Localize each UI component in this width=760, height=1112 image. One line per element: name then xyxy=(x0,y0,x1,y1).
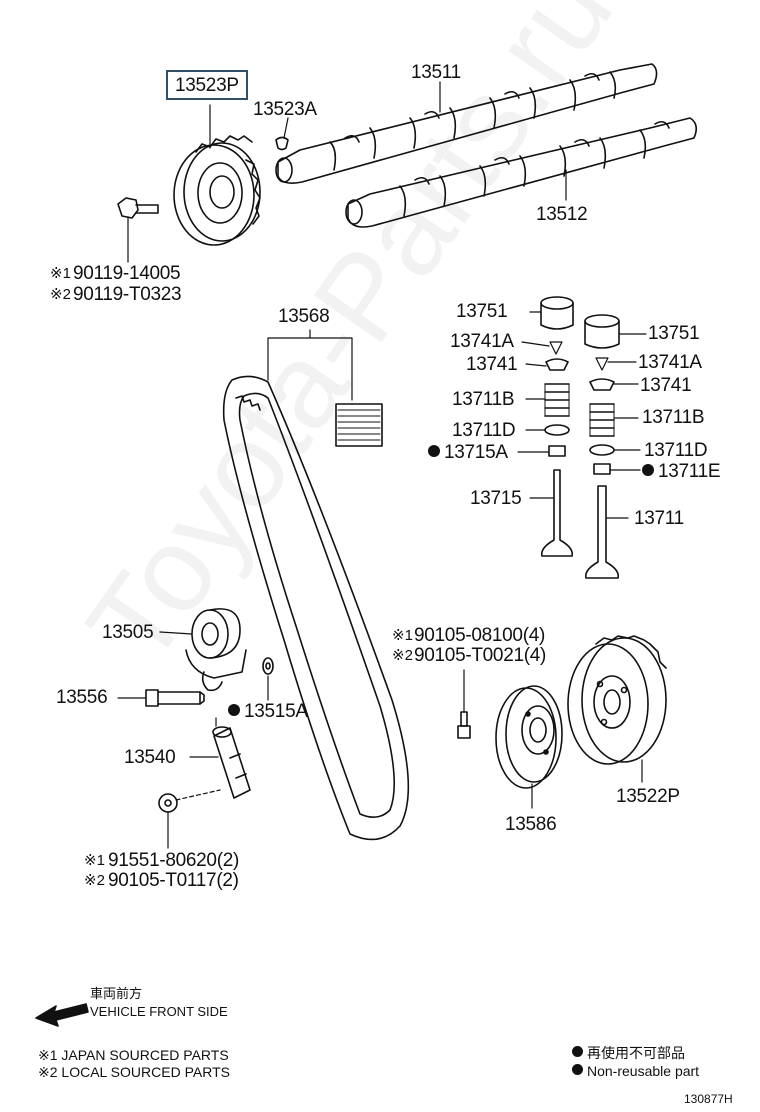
part-13741-right[interactable]: 13741 xyxy=(640,375,692,396)
valve-train-left xyxy=(517,296,574,557)
part-13523P[interactable]: 13523P xyxy=(166,70,248,100)
bolt-90105-T0117[interactable]: 90105-T0117(2) xyxy=(108,870,239,891)
non-reusable-dot-icon xyxy=(228,704,240,716)
idler-washer xyxy=(262,657,274,701)
bolt-90119-14005[interactable]: 90119-14005 xyxy=(73,263,181,284)
pulley-bolt-small xyxy=(457,669,471,739)
part-13715[interactable]: 13715 xyxy=(470,488,522,509)
idler-bolt xyxy=(117,689,205,707)
vehicle-front-arrow-icon xyxy=(35,1003,89,1027)
source-mark-2: ※2 xyxy=(84,872,105,889)
part-13741A-right[interactable]: 13741A xyxy=(638,352,702,373)
part-13556[interactable]: 13556 xyxy=(56,687,108,708)
crankshaft-timing-pulley xyxy=(567,635,667,783)
part-13751-right[interactable]: 13751 xyxy=(648,323,700,344)
part-13523A[interactable]: 13523A xyxy=(253,99,317,120)
part-13751-left[interactable]: 13751 xyxy=(456,301,508,322)
part-13741-left[interactable]: 13741 xyxy=(466,354,518,375)
part-13711E[interactable]: 13711E xyxy=(642,462,721,481)
figure-id: 130877H xyxy=(684,1092,733,1106)
part-13711D-left[interactable]: 13711D xyxy=(452,420,516,441)
bolt-91551-80620[interactable]: 91551-80620(2) xyxy=(108,850,240,871)
source-mark-1: ※1 xyxy=(392,627,413,644)
timing-belt xyxy=(222,329,410,841)
idler-pulley xyxy=(159,608,247,692)
bolt-90105-T0021[interactable]: 90105-T0021(4) xyxy=(414,645,547,666)
part-13505[interactable]: 13505 xyxy=(102,622,154,643)
valve-train-right xyxy=(584,314,647,579)
vehicle-front-jp: 車両前方 xyxy=(90,986,143,1001)
legend-en: Non-reusable part xyxy=(572,1063,699,1079)
bolt-90105-08100[interactable]: 90105-08100(4) xyxy=(414,625,546,646)
part-13715A[interactable]: 13715A xyxy=(428,443,508,462)
part-13711B-right[interactable]: 13711B xyxy=(642,407,705,428)
source-mark-1: ※1 xyxy=(84,852,105,869)
part-13515A[interactable]: 13515A xyxy=(228,702,308,721)
source-mark-2: ※2 xyxy=(392,647,413,664)
belt-tensioner xyxy=(158,717,251,849)
legend-jp: 再使用不可部品 xyxy=(572,1043,685,1063)
camshaft-key xyxy=(275,117,289,151)
part-13522P[interactable]: 13522P xyxy=(616,786,680,807)
part-13586[interactable]: 13586 xyxy=(505,814,557,835)
part-13741A-left[interactable]: 13741A xyxy=(450,331,514,352)
note-local-sourced: ※2 LOCAL SOURCED PARTS xyxy=(38,1064,230,1080)
part-13512[interactable]: 13512 xyxy=(536,204,588,225)
part-13568[interactable]: 13568 xyxy=(278,306,330,327)
crankshaft-pulley xyxy=(495,685,563,809)
vehicle-front-en: VEHICLE FRONT SIDE xyxy=(90,1004,228,1019)
camshaft-upper xyxy=(275,63,658,184)
non-reusable-dot-icon xyxy=(572,1046,583,1057)
part-13711B-left[interactable]: 13711B xyxy=(452,389,515,410)
note-japan-sourced: ※1 JAPAN SOURCED PARTS xyxy=(38,1047,229,1063)
non-reusable-dot-icon xyxy=(642,464,654,476)
part-13511[interactable]: 13511 xyxy=(411,62,461,83)
part-13711[interactable]: 13711 xyxy=(634,508,684,529)
bolt-90119-T0323[interactable]: 90119-T0323 xyxy=(73,284,182,305)
non-reusable-dot-icon xyxy=(572,1064,583,1075)
camshaft-lower xyxy=(345,117,698,228)
camshaft-timing-pulley xyxy=(173,104,261,246)
part-13711D-right[interactable]: 13711D xyxy=(644,440,708,461)
non-reusable-dot-icon xyxy=(428,445,440,457)
pulley-bolt xyxy=(117,197,159,263)
source-mark-1: ※1 xyxy=(50,265,71,282)
source-mark-2: ※2 xyxy=(50,286,71,303)
part-13540[interactable]: 13540 xyxy=(124,747,176,768)
